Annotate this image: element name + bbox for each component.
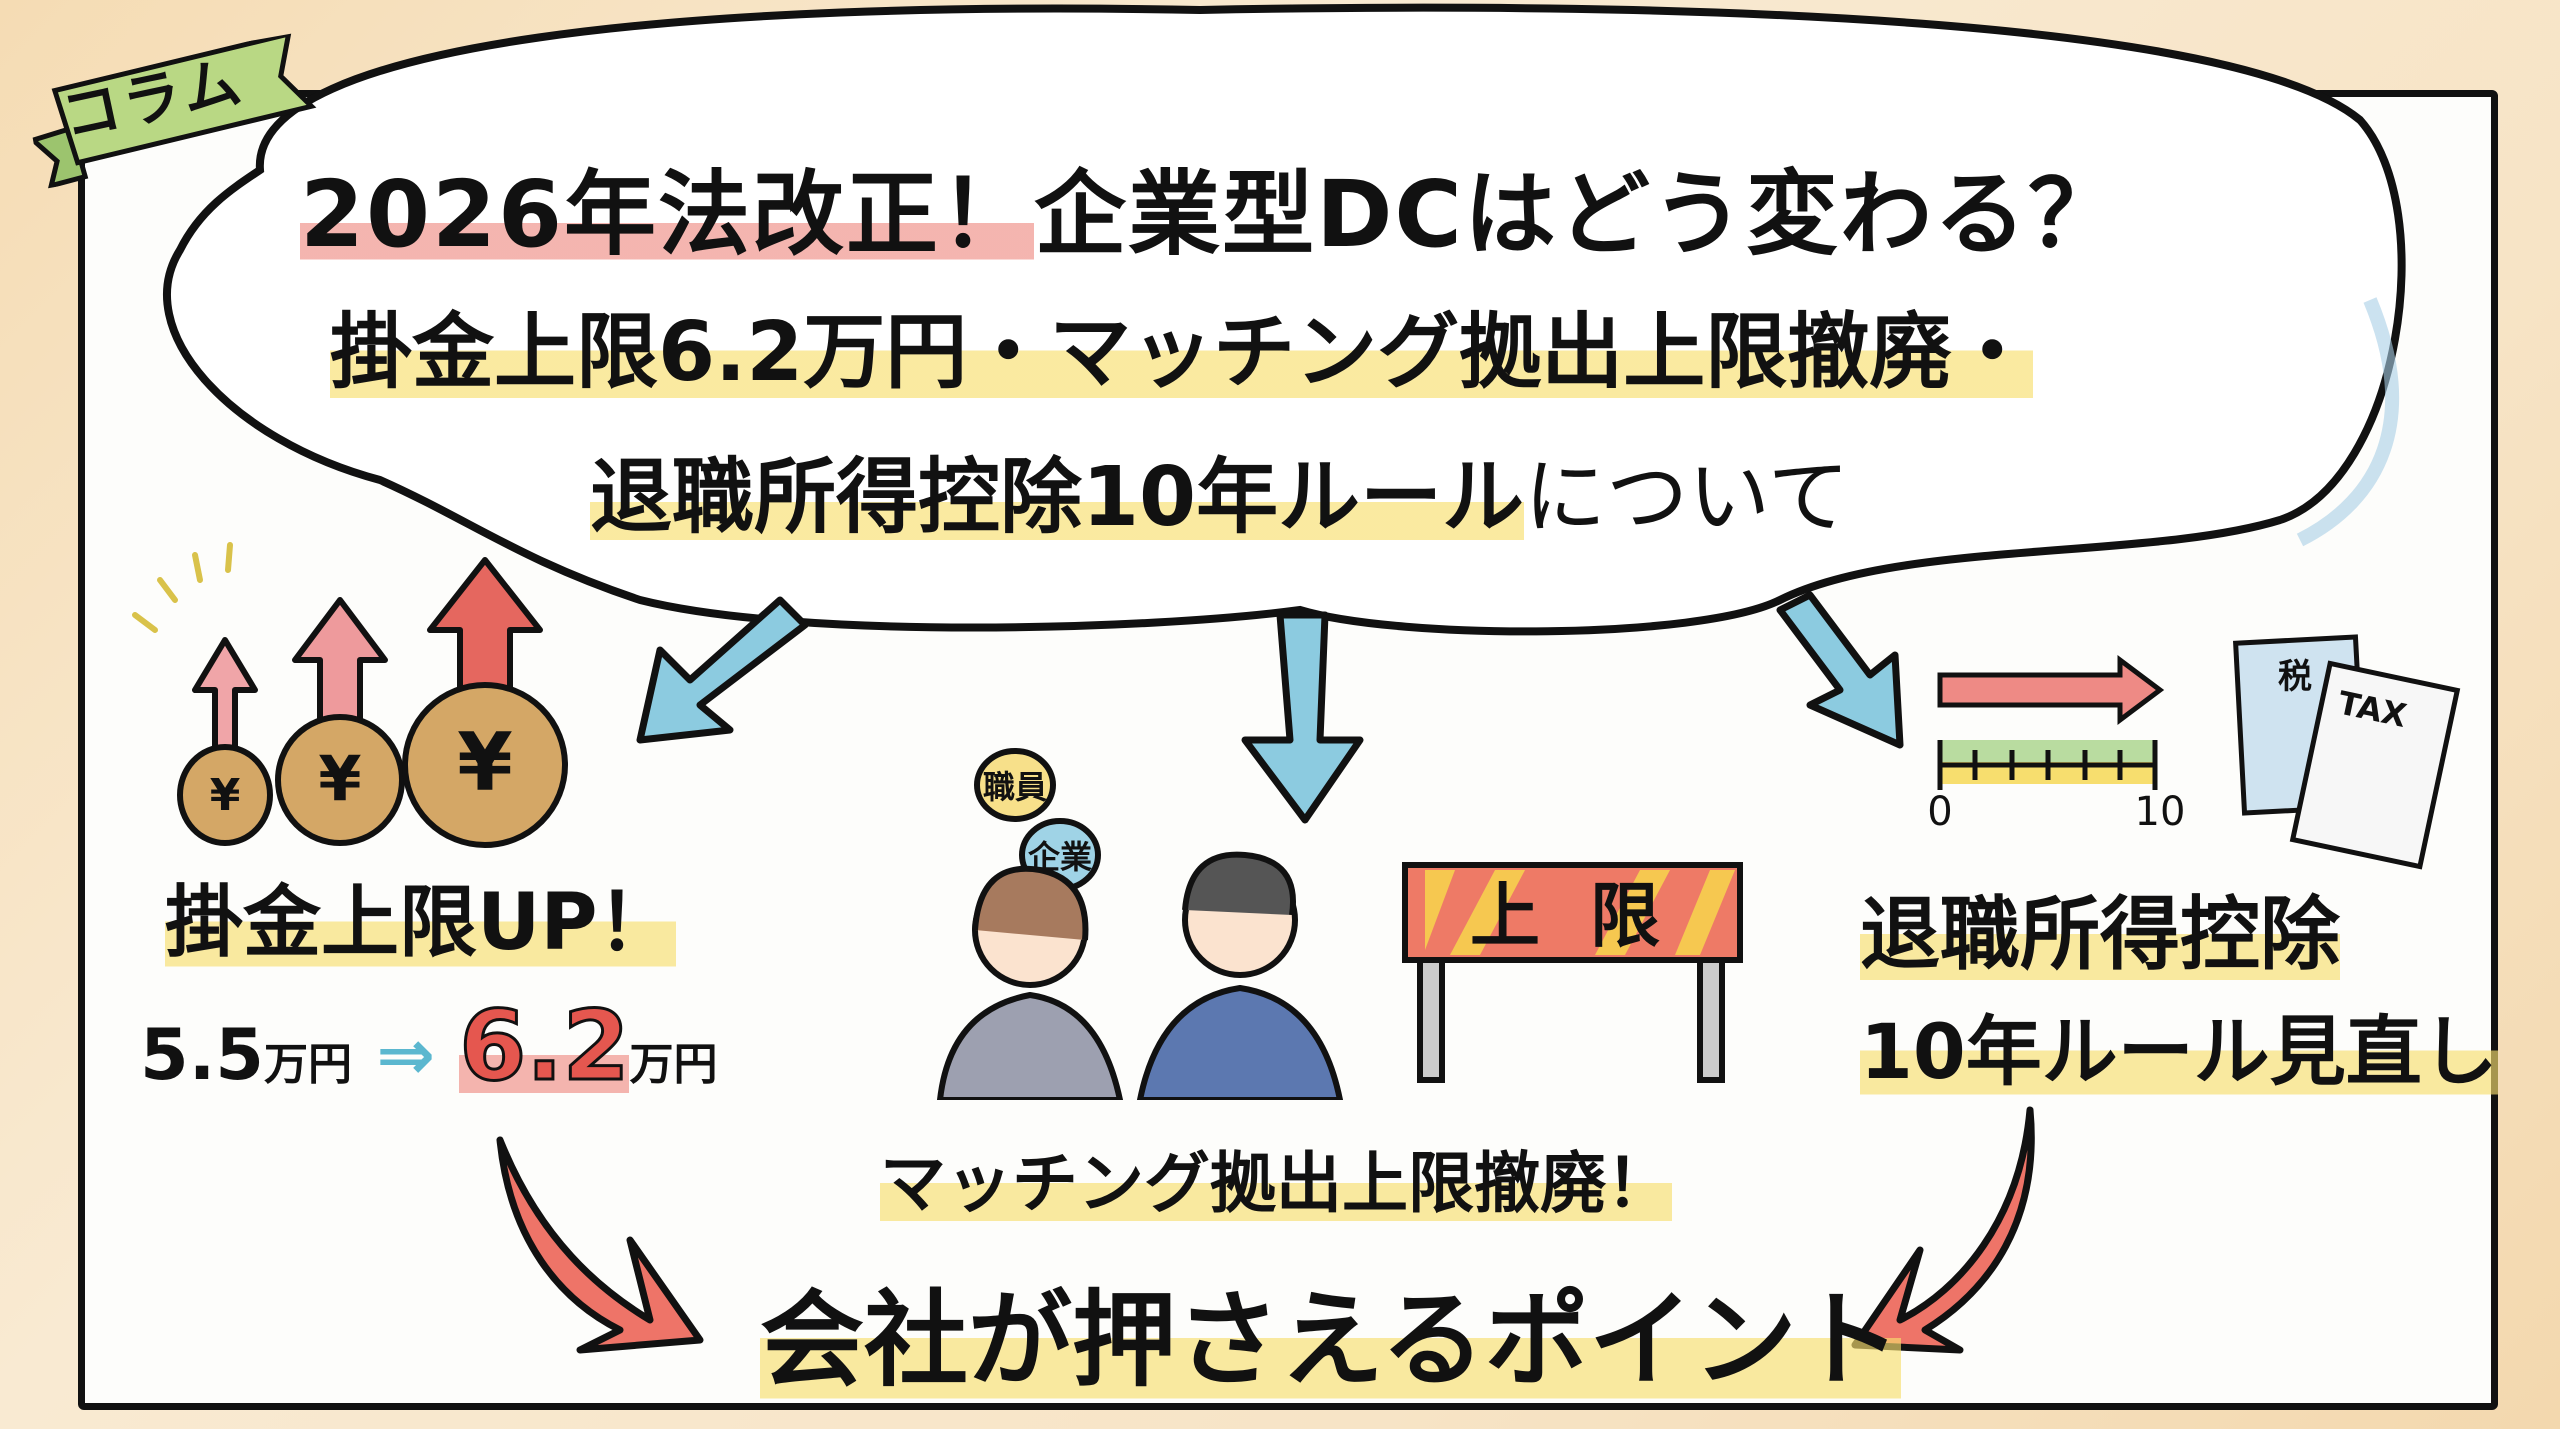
limit-change: 5.5万円 ⇒ 6.2万円 (140, 989, 718, 1104)
bubble-label: 企業 (1028, 838, 1092, 876)
timeline-end-label: 10 (2135, 789, 2186, 835)
barrier-label-right: 限 (1590, 875, 1660, 957)
to-value: 6.2 (458, 989, 631, 1104)
bubble-label: 職員 (983, 768, 1047, 806)
yen-symbol: ¥ (210, 770, 241, 821)
subtitle-highlight: 退職所得控除10年ルール (590, 450, 1525, 545)
right-heading-line-1: 退職所得控除 (1860, 870, 2340, 986)
ribbon-banner (28, 30, 317, 190)
arrow-right-icon (1776, 591, 1904, 749)
subtitle-line-1: 掛金上限6.2万円・マッチング拠出上限撤廃・ (330, 285, 2034, 404)
from-unit: 万円 (264, 1039, 353, 1090)
yen-symbol: ¥ (457, 716, 513, 809)
money-bag-icon (275, 714, 405, 846)
to-unit: 万円 (629, 1039, 718, 1090)
barrier-label-left: 上 (1470, 875, 1540, 957)
center-heading: マッチング拠出上限撤廃！ (880, 1130, 1672, 1226)
footer-heading: 会社が押さえるポイント (760, 1255, 1901, 1406)
arrow-center-icon (1241, 611, 1364, 824)
doc-label: 税 (2278, 657, 2312, 697)
arrow-left-icon (636, 596, 809, 744)
timeline-illustration: 0 10 税 TAX (1927, 634, 2461, 870)
left-heading: 掛金上限UP！ (165, 860, 676, 972)
from-value: 5.5 (140, 1014, 265, 1096)
page-title: 2026年法改正！企業型DCはどう変わる？ (300, 140, 2122, 273)
arrow-down-right-icon (496, 1136, 704, 1354)
yen-symbol: ¥ (318, 742, 361, 815)
timeline-arrow-icon (1937, 655, 2165, 725)
title-highlight: 2026年法改正！ (300, 161, 1035, 268)
money-bag-icon (402, 682, 568, 848)
change-arrow-icon: ⇒ (376, 1014, 436, 1096)
timeline-start-label: 0 (1927, 789, 1952, 835)
title-rest: 企業型DCはどう変わる？ (1034, 161, 2122, 268)
subtitle-line-2: 退職所得控除10年ルールについて (590, 430, 1850, 549)
matching-illustration: 職員 企業 上 限 (936, 748, 1743, 1100)
right-heading-line-2: 10年ルール見直し (1860, 990, 2498, 1100)
money-bags-illustration: ¥ ¥ ¥ (132, 542, 568, 848)
speech-bubble-icon (974, 748, 1056, 822)
tax-document-icon (2289, 660, 2461, 870)
money-bag-icon (177, 744, 273, 846)
subtitle-rest: について (1524, 450, 1850, 545)
